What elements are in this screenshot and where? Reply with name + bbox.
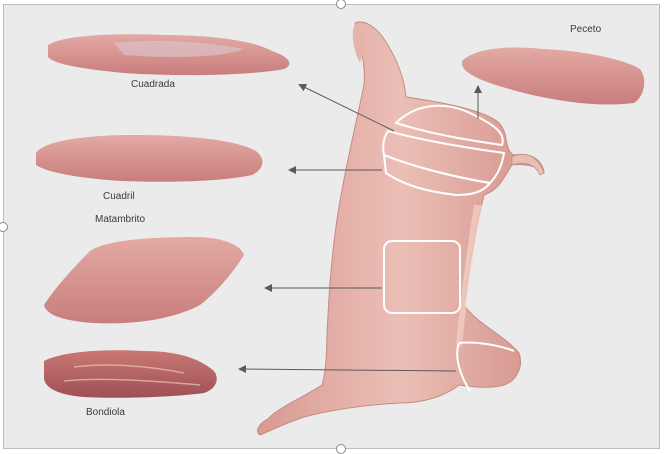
cut-matambrito [44, 237, 244, 323]
resize-handle-bottom[interactable] [336, 444, 346, 454]
label-peceto: Peceto [570, 24, 601, 35]
label-cuadrada: Cuadrada [131, 79, 175, 90]
cut-bondiola [44, 350, 217, 397]
label-matambrito: Matambrito [95, 214, 145, 225]
cut-cuadril [36, 135, 262, 182]
label-bondiola: Bondiola [86, 407, 125, 418]
pork-cuts-diagram [4, 5, 660, 449]
image-frame: Cuadrada Peceto Cuadril Matambrito Bondi… [3, 4, 660, 449]
label-cuadril: Cuadril [103, 191, 135, 202]
cut-peceto [462, 48, 644, 105]
